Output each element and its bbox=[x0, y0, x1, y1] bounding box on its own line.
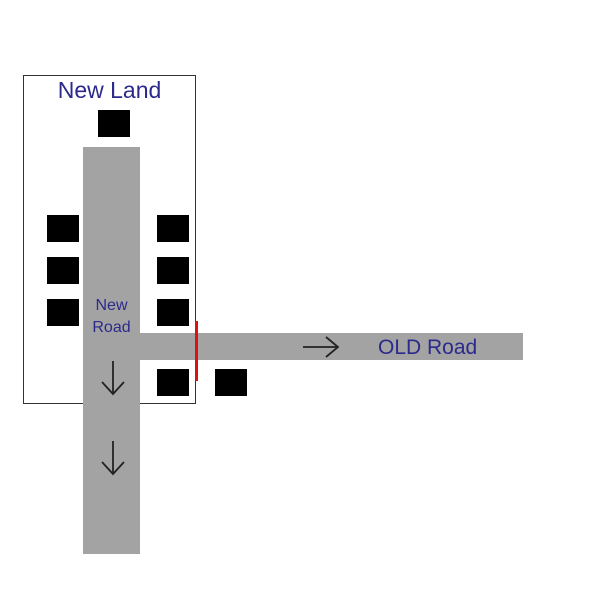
new-road-label-text: New Road bbox=[92, 297, 131, 336]
building bbox=[47, 215, 79, 242]
building bbox=[47, 299, 79, 326]
building bbox=[157, 299, 189, 326]
building bbox=[157, 369, 189, 396]
arrow-down-icon bbox=[101, 441, 125, 476]
new-land-title: New Land bbox=[57, 77, 162, 103]
building bbox=[215, 369, 247, 396]
new-road bbox=[83, 147, 140, 554]
road-barrier bbox=[195, 321, 198, 381]
building bbox=[47, 257, 79, 284]
arrow-right-icon bbox=[303, 336, 340, 358]
building bbox=[157, 215, 189, 242]
building bbox=[157, 257, 189, 284]
old-road-label: OLD Road bbox=[378, 336, 478, 359]
new-road-label: New Road bbox=[83, 295, 140, 339]
building bbox=[98, 110, 130, 137]
arrow-down-icon bbox=[101, 361, 125, 396]
